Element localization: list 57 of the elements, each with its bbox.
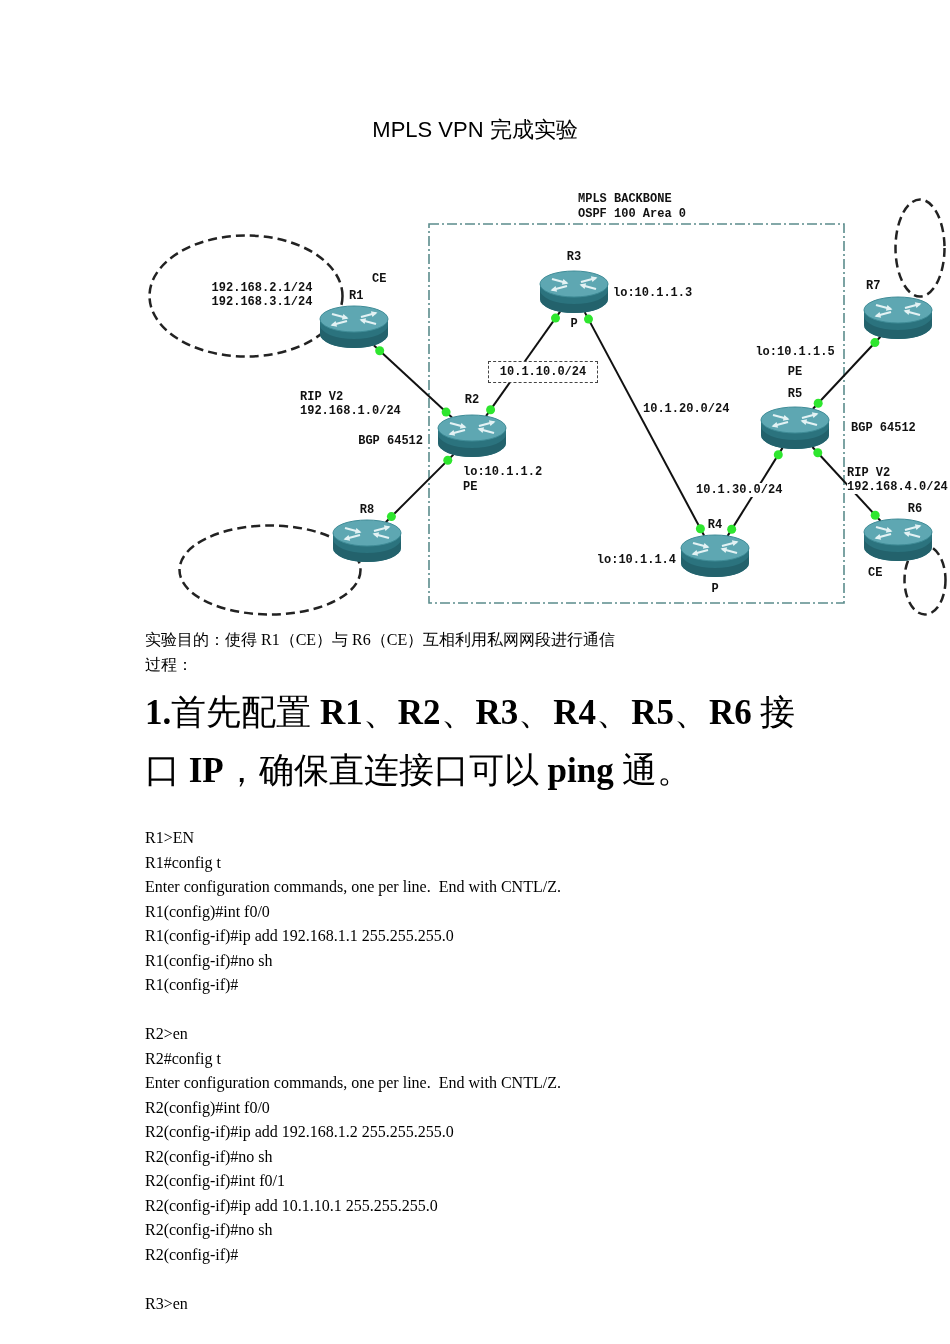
link-line: [583, 311, 706, 537]
dashed-ellipse: [148, 234, 344, 358]
router-name: R5: [787, 387, 803, 401]
code-line: R2(config)#int f0/0: [145, 1097, 270, 1118]
role-label: PE: [787, 365, 803, 379]
code-line: R1>EN: [145, 828, 195, 848]
body-text: 实验目的：使得 R1（CE）与 R6（CE）互相利用私网网段进行通信: [145, 630, 616, 650]
area-title: OSPF 100 Area 0: [578, 207, 687, 221]
code-line: R2(config-if)#ip add 10.1.10.1 255.255.255.0: [145, 1195, 438, 1216]
role-label: CE: [868, 566, 883, 580]
role-label: P: [570, 317, 578, 331]
router-name: R6: [907, 502, 923, 516]
router-name: R4: [707, 518, 723, 532]
router-name: R8: [359, 503, 375, 517]
area-title: MPLS BACKBONE: [578, 192, 672, 206]
router-name: R2: [464, 393, 480, 407]
code-line: Enter configuration commands, one per line. End with CNTL/Z.: [145, 877, 561, 897]
as-number: BGP 64512: [358, 434, 423, 448]
router-name: R1: [349, 289, 364, 303]
code-line: R2(config-if)#no sh: [145, 1220, 273, 1240]
edge-label: 10.1.30.0/24: [696, 483, 783, 497]
link-line: [372, 344, 453, 419]
code-line: Enter configuration commands, one per line. End with CNTL/Z.: [145, 1073, 561, 1093]
loopback-address: lo:10.1.1.4: [596, 553, 676, 567]
body-text: 过程：: [145, 655, 193, 675]
router-name: R3: [566, 250, 582, 264]
section-heading: 1.首先配置 R1、R2、R3、R4、R5、R6 接口 IP，确保直连接口可以 ping 通。: [145, 692, 797, 792]
code-line: R2(config-if)#no sh: [145, 1146, 273, 1167]
edge-label: 10.1.10.0/24: [488, 361, 598, 383]
router-name: R7: [866, 279, 881, 293]
as-number: BGP 64512: [851, 421, 916, 435]
code-line: R2(config-if)#: [145, 1244, 239, 1265]
network-address: 192.168.2.1/24 192.168.3.1/24: [210, 281, 314, 309]
code-line: R1(config-if)#ip add 192.168.1.1 255.255.255.0: [145, 926, 454, 946]
link-line: [384, 453, 455, 524]
loopback-address: lo:10.1.1.3: [613, 286, 693, 300]
loopback-address: lo:10.1.1.2: [463, 465, 543, 479]
code-line: R1(config-if)#: [145, 975, 239, 995]
code-line: R1(config-if)#no sh: [145, 950, 273, 971]
code-line: R2#config t: [145, 1048, 221, 1069]
role-label: PE: [463, 480, 478, 494]
link-line: [811, 446, 882, 522]
code-line: R1#config t: [145, 852, 221, 873]
code-line: R2(config-if)#int f0/1: [145, 1171, 285, 1191]
link-line: [811, 335, 882, 410]
role-label: CE: [372, 272, 387, 286]
code-line: R3>en: [145, 1293, 188, 1314]
code-line: R2>en: [145, 1024, 188, 1044]
link-line: [726, 446, 784, 538]
edge-label: RIP V2 192.168.4.0/24: [847, 466, 949, 494]
dashed-ellipse: [178, 524, 362, 616]
dashed-ellipse: [894, 198, 946, 298]
loopback-address: lo:10.1.1.5: [755, 345, 835, 359]
role-label: P: [711, 582, 719, 596]
page-title: MPLS VPN 完成实验: [372, 117, 578, 143]
code-line: R2(config-if)#ip add 192.168.1.2 255.255.255.0: [145, 1122, 454, 1142]
code-line: R1(config)#int f0/0: [145, 901, 270, 922]
